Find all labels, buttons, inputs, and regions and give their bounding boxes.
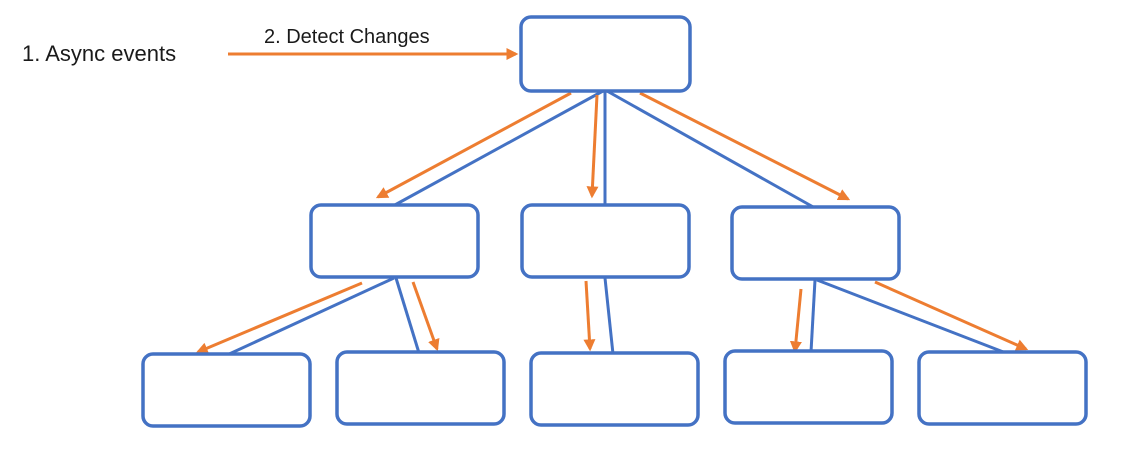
node-leaf-5 bbox=[917, 350, 1088, 426]
edge-child-1-leaf-1 bbox=[226, 276, 395, 357]
node-leaf-4 bbox=[723, 349, 894, 425]
node-root bbox=[519, 15, 692, 93]
node-leaf-1 bbox=[141, 352, 312, 428]
node-child-2 bbox=[520, 203, 691, 279]
edge-root-child-1 bbox=[392, 89, 604, 208]
arrow-child-1-leaf-2 bbox=[411, 281, 440, 352]
edge-child-2-leaf-3 bbox=[603, 277, 615, 355]
async-events-label: 1. Async events bbox=[22, 41, 176, 66]
tree-edges bbox=[226, 89, 1007, 357]
node-leaf-3 bbox=[529, 351, 700, 427]
detect-changes-label: 2. Detect Changes bbox=[264, 26, 430, 48]
node-leaf-2 bbox=[335, 350, 506, 426]
edge-child-1-leaf-2 bbox=[394, 277, 421, 354]
arrow-child-1-leaf-1 bbox=[195, 281, 363, 354]
arrow-root-child-3 bbox=[639, 91, 851, 201]
node-child-3 bbox=[730, 205, 901, 281]
tree-nodes bbox=[141, 15, 1088, 428]
edge-child-3-leaf-4 bbox=[809, 279, 817, 353]
node-child-1 bbox=[309, 203, 480, 279]
arrow-root-child-1 bbox=[375, 91, 572, 199]
detection-arrows bbox=[195, 48, 1029, 354]
edge-child-3-leaf-5 bbox=[816, 278, 1007, 355]
edge-root-child-3 bbox=[606, 89, 816, 210]
arrow-child-2-leaf-3 bbox=[583, 280, 596, 352]
arrow-child-3-leaf-4 bbox=[789, 288, 803, 354]
arrow-child-3-leaf-5 bbox=[874, 280, 1029, 351]
arrow-root-child-2 bbox=[586, 94, 599, 199]
